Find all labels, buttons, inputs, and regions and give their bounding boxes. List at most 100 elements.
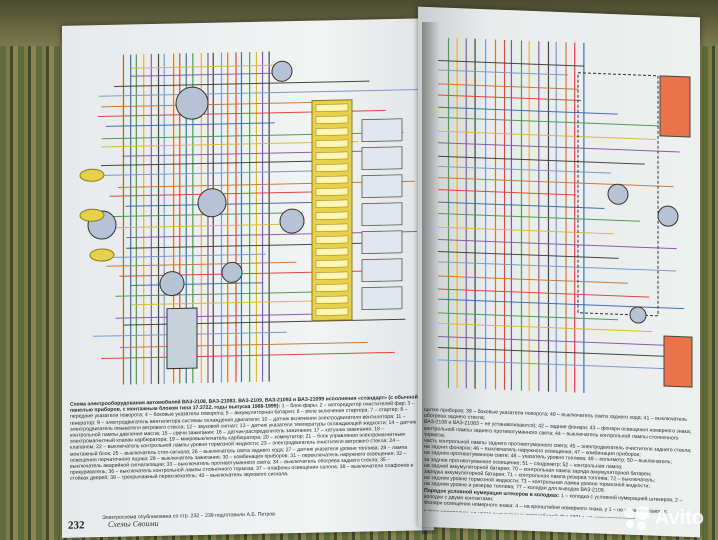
wire <box>114 253 266 258</box>
component <box>175 86 209 120</box>
wire <box>438 322 653 333</box>
component <box>159 271 185 297</box>
instrument-cluster <box>577 72 659 317</box>
wire <box>130 72 293 77</box>
wire <box>438 106 618 115</box>
wire <box>101 351 395 360</box>
wire <box>438 60 585 67</box>
avito-brand-text: Avito <box>654 506 704 529</box>
wire <box>438 177 674 188</box>
wire <box>438 275 628 284</box>
wire <box>102 212 300 218</box>
fuse <box>315 115 349 124</box>
wire <box>438 130 657 141</box>
fuse <box>315 127 349 136</box>
wire <box>101 101 350 108</box>
left-page: Схема электрооборудования автомобилей ВА… <box>62 18 434 538</box>
fuse <box>315 163 349 172</box>
left-wiring-diagram <box>79 51 420 385</box>
magazine-title: Схемы Своими <box>108 518 159 529</box>
wire <box>438 116 659 127</box>
relay-box <box>361 258 403 283</box>
wire <box>438 288 650 298</box>
wire <box>438 212 641 222</box>
fuse <box>315 175 349 184</box>
wire <box>438 239 677 250</box>
relay-box <box>361 146 403 171</box>
wire <box>125 201 335 207</box>
wire <box>438 298 685 310</box>
fuse <box>315 211 349 220</box>
wire <box>438 336 678 347</box>
wire <box>438 312 618 321</box>
relay-box <box>361 286 403 311</box>
tail-light <box>663 335 693 388</box>
wire <box>438 201 605 209</box>
component <box>271 60 293 82</box>
wire <box>438 347 687 358</box>
fuse <box>315 187 349 196</box>
wire <box>98 89 420 97</box>
wire <box>106 261 297 267</box>
wire <box>101 131 404 140</box>
wire <box>438 250 619 259</box>
relay-box <box>361 202 403 227</box>
wire <box>438 261 676 272</box>
relay-box <box>361 174 403 199</box>
wire <box>438 142 680 153</box>
wire <box>438 165 612 174</box>
tail-light <box>659 75 691 138</box>
lamp <box>79 208 105 222</box>
left-caption-body: 1 – блок-фары; 2 – моторедуктор очистите… <box>70 400 417 483</box>
fuse <box>315 151 349 160</box>
right-wiring-diagram <box>438 37 693 393</box>
fuse <box>315 247 349 256</box>
wire <box>109 190 342 197</box>
wire <box>438 155 645 165</box>
avito-logo-icon <box>623 506 650 530</box>
avito-watermark: Avito <box>623 506 704 530</box>
component <box>657 205 679 227</box>
relay-box <box>361 118 403 143</box>
right-page: щитке приборов; 39 – боковые указатели п… <box>418 6 700 538</box>
component <box>197 188 227 218</box>
component <box>279 208 305 234</box>
wire <box>119 341 368 349</box>
wire <box>438 359 668 370</box>
fuse <box>315 199 349 208</box>
wire <box>438 189 577 196</box>
page-number: 232 <box>68 519 85 532</box>
wire <box>131 300 336 306</box>
right-caption: щитке приборов; 39 – боковые указатели п… <box>424 407 696 521</box>
lamp <box>89 248 115 262</box>
component <box>629 306 647 324</box>
wire <box>106 122 275 127</box>
wire <box>438 226 614 235</box>
component <box>607 183 629 205</box>
wire <box>130 64 282 69</box>
component <box>221 261 243 283</box>
wire <box>130 282 264 287</box>
wire <box>115 313 338 319</box>
wire <box>100 160 335 167</box>
fuse <box>315 223 349 232</box>
lamp <box>79 168 105 182</box>
fuse <box>315 307 349 316</box>
wire <box>115 291 333 297</box>
wire <box>438 94 582 101</box>
fuse <box>315 283 349 292</box>
left-caption: Схема электрооборудования автомобилей ВА… <box>70 394 426 521</box>
wire <box>93 170 328 177</box>
fuse <box>315 295 349 304</box>
book-spine-shadow <box>422 22 440 534</box>
fuse <box>315 259 349 268</box>
ignition-coil <box>166 307 198 370</box>
fuse <box>315 139 349 148</box>
fuse <box>315 271 349 280</box>
wire <box>114 80 370 87</box>
wire <box>438 83 579 90</box>
wire <box>97 223 306 229</box>
fuse <box>315 235 349 244</box>
fuse <box>315 103 349 112</box>
relay-box <box>361 230 403 255</box>
